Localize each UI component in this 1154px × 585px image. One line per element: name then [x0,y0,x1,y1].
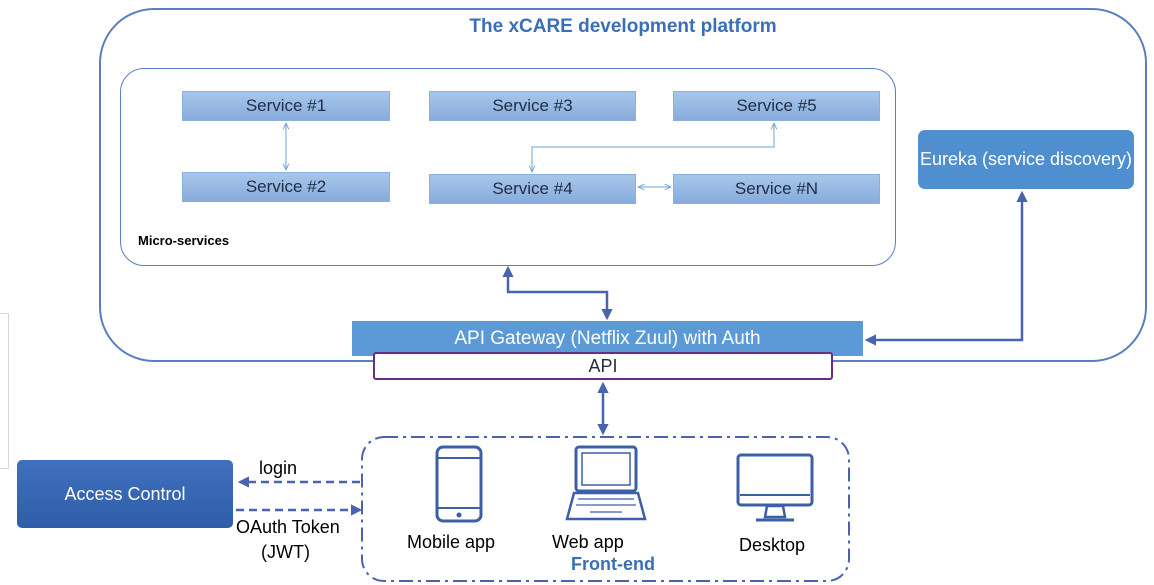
frontend-label: Front-end [571,554,655,574]
api-box[interactable]: API [373,352,833,380]
jwt-label: (JWT) [261,542,310,562]
laptop-icon [565,445,647,521]
service-3-box[interactable]: Service #3 [429,91,636,121]
service4-service5-connector [532,123,774,172]
access-control-box[interactable]: Access Control [17,460,233,528]
page-edge-marker [0,313,9,469]
web-app-label: Web app [552,532,624,552]
microservices-label: Micro-services [138,233,230,248]
service-2-box[interactable]: Service #2 [182,172,390,202]
service-4-box[interactable]: Service #4 [429,174,636,204]
oauth-token-label: OAuth Token [236,517,340,537]
microservices-gateway-connector [502,265,613,321]
eureka-service-discovery-box[interactable]: Eureka (service discovery) [918,130,1134,189]
desktop-monitor-icon [736,453,814,522]
mobile-app-label: Mobile app [407,532,496,552]
service-5-box[interactable]: Service #5 [673,91,880,121]
mobile-phone-icon [435,445,483,523]
platform-title: The xCARE development platform [469,16,777,37]
microservices-group [120,68,896,266]
service-n-box[interactable]: Service #N [673,174,880,204]
desktop-label: Desktop [739,535,806,555]
api-gateway-box[interactable]: API Gateway (Netflix Zuul) with Auth [352,321,863,356]
login-label: login [259,458,298,478]
service-1-box[interactable]: Service #1 [182,91,390,121]
eureka-gateway-connector [864,190,1028,346]
